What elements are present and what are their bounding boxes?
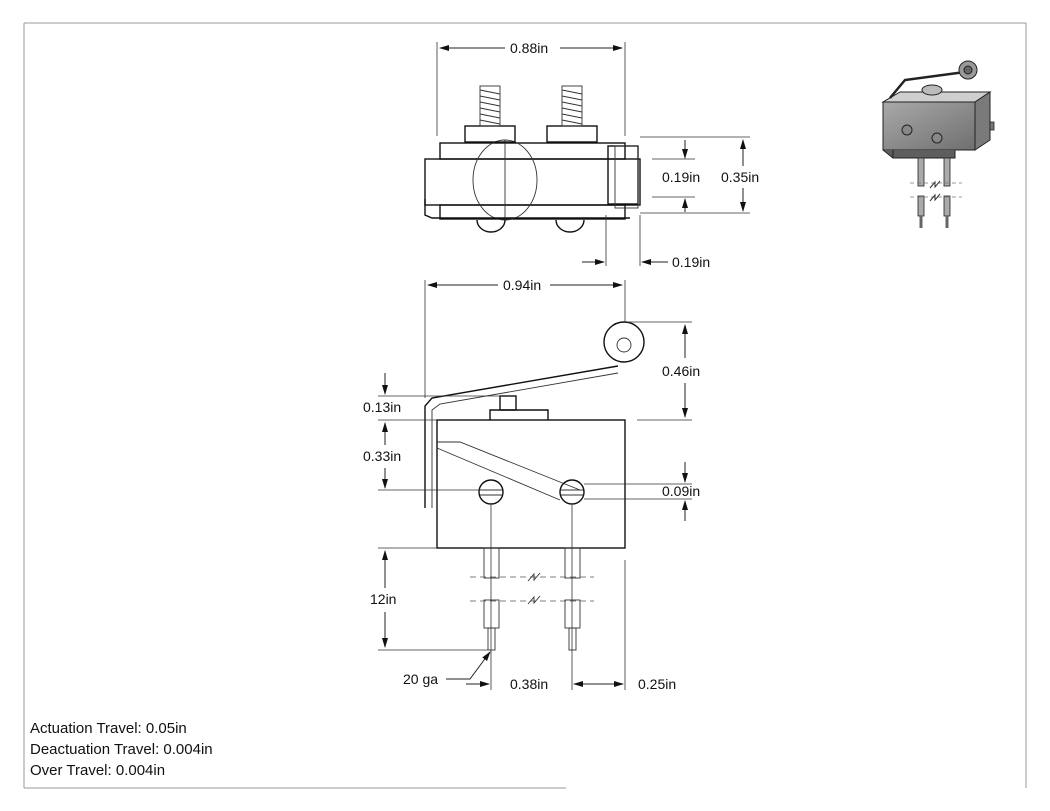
dim-top-height-total: 0.35in: [721, 169, 759, 185]
mount-hole-left: [478, 479, 504, 505]
dim-top-height-inner: 0.19in: [662, 169, 700, 185]
dim-top-lever-offset: 0.19in: [672, 254, 710, 270]
dim-lead-edge-offset: 0.25in: [638, 676, 676, 692]
dim-roller-height: 0.46in: [662, 363, 700, 379]
dim-top-width: 0.88in: [510, 40, 548, 56]
actuator-plunger: [489, 409, 549, 420]
lever-arm: [424, 365, 619, 508]
lead-wires: [470, 547, 594, 651]
dim-lead-length: 12in: [370, 591, 396, 607]
note-actuation-travel: Actuation Travel: 0.05in: [30, 720, 187, 737]
terminal-stud-left: [464, 85, 516, 143]
note-deactuation-travel: Deactuation Travel: 0.004in: [30, 741, 213, 758]
dim-actuator-height: 0.13in: [363, 399, 401, 415]
sheet-border: [23, 22, 1027, 789]
note-over-travel: Over Travel: 0.004in: [30, 762, 166, 779]
specification-notes: Actuation Travel: 0.05in Deactuation Tra…: [30, 718, 213, 781]
dim-side-width: 0.94in: [503, 277, 541, 293]
top-view: 0.88in 0.19in 0.35in 0.19in: [424, 40, 759, 270]
dim-lead-spacing: 0.38in: [510, 676, 548, 692]
side-view: 0.94in 0.46in 0.13in 0.33in 0.09in 12in …: [363, 277, 700, 692]
terminal-stud-right: [546, 85, 598, 143]
isometric-view: [881, 60, 995, 228]
label-wire-gauge: 20 ga: [403, 671, 438, 687]
mount-hole-right: [559, 479, 585, 505]
lever-roller: [603, 321, 645, 363]
dim-mount-hole-offset: 0.09in: [662, 483, 700, 499]
dim-body-height: 0.33in: [363, 448, 401, 464]
